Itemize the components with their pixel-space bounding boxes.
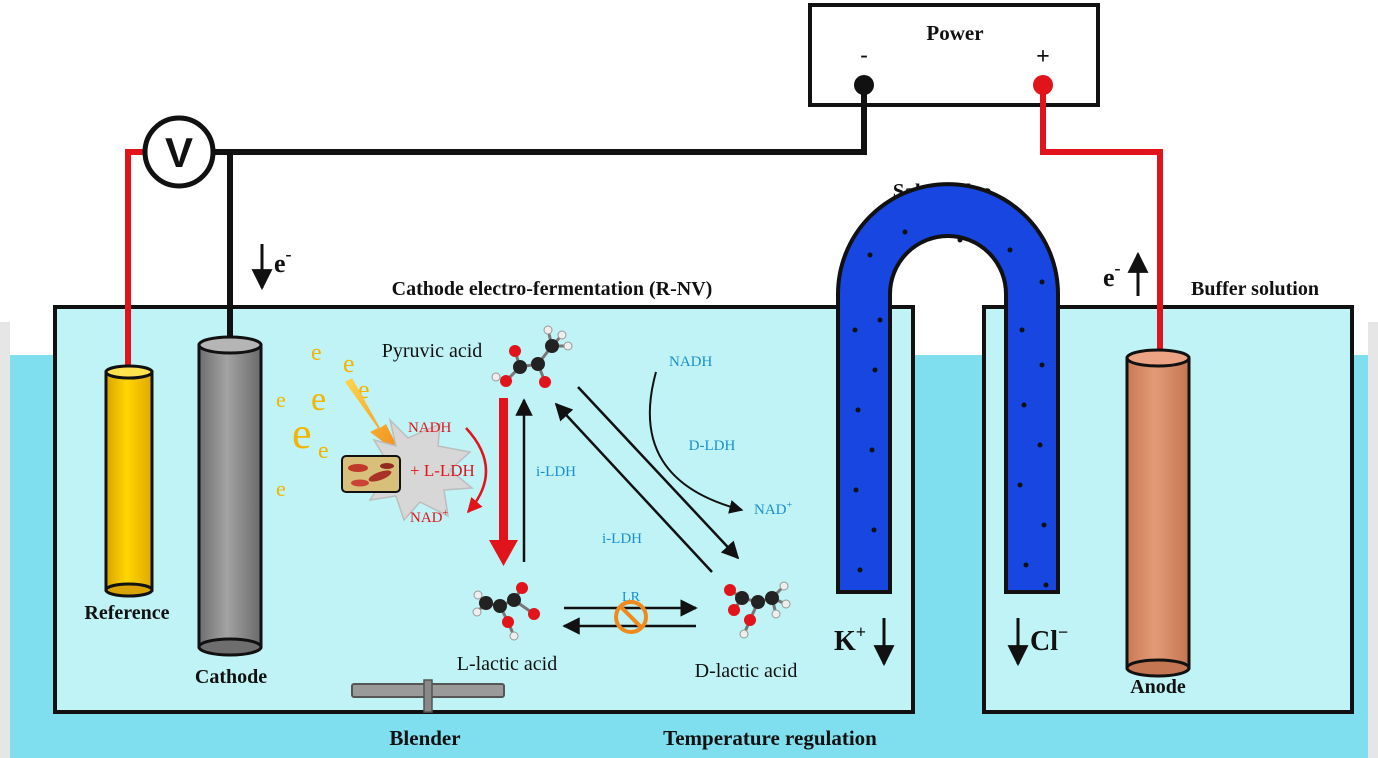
power-label: Power [926,21,983,45]
l-lactic-acid-molecule [472,582,540,641]
blender-label: Blender [389,726,460,750]
red-wire-anode [1040,85,1163,360]
bacteria-image [341,455,401,493]
reference-electrode [104,364,154,598]
svg-text:e: e [311,381,326,418]
chamber-title: Cathode electro-fermentation (R-NV) [392,278,713,300]
i-ldh-label-1: i-LDH [536,464,576,480]
red-cofactor-curve [465,427,488,514]
pyruvic-acid-label: Pyruvic acid [382,340,483,362]
salt-bridge-particles [852,229,1049,588]
svg-text:e: e [358,375,370,404]
prohibited-icon [614,600,648,634]
l-lactic-acid-label: L-lactic acid [457,653,558,675]
buffer-solution-label: Buffer solution [1191,278,1319,300]
temperature-label: Temperature regulation [663,726,877,750]
d-lactic-acid-label: D-lactic acid [695,660,798,682]
bath-rim-right [1368,322,1378,758]
salt-bridge [836,182,1060,594]
black-wire [208,85,867,155]
pyruvic-to-d-lactic-arrow [577,386,740,560]
power-minus: - [860,42,867,67]
anode-electron-label: e- [1103,258,1121,292]
cathode-electrode [197,335,263,657]
svg-text:e: e [292,409,312,458]
bath-rim-left [0,322,10,758]
l-ldh-label: + L-LDH [410,461,475,480]
d-ldh-label: D-LDH [689,438,736,454]
nad-blue-label: NAD+ [754,500,793,518]
electron-transfer-arrow [345,378,402,456]
nad-red-label: NAD+ [410,508,449,526]
power-plus: + [1036,44,1050,70]
electron-cloud: e e e e e e e e [276,340,370,501]
potassium-ion-label: K+ [834,622,866,657]
nadh-red-label: NADH [408,420,451,436]
svg-text:e: e [276,387,286,412]
d-lactic-to-pyruvic-arrow [554,402,713,573]
reference-label: Reference [84,602,169,624]
chloride-ion-label: Cl− [1030,622,1068,657]
d-lactic-acid-molecule [724,581,791,639]
cathode-electron-label: e- [274,244,292,278]
i-ldh-label-2: i-LDH [602,531,642,547]
nadh-blue-label: NADH [669,354,712,370]
thick-red-arrow [489,398,518,566]
power-supply [808,3,1100,107]
voltmeter [142,115,216,189]
cathode-label: Cathode [195,666,267,688]
svg-text:e: e [318,438,329,464]
blue-cofactor-curve [648,371,744,514]
svg-text:e: e [311,340,322,366]
svg-text:e: e [276,476,286,501]
pyruvic-acid-molecule [491,325,573,388]
svg-text:e: e [343,349,355,378]
anode-label: Anode [1130,676,1186,698]
blender-icon [351,679,505,713]
anode-electrode [1125,348,1191,678]
voltmeter-symbol: V [165,129,193,176]
